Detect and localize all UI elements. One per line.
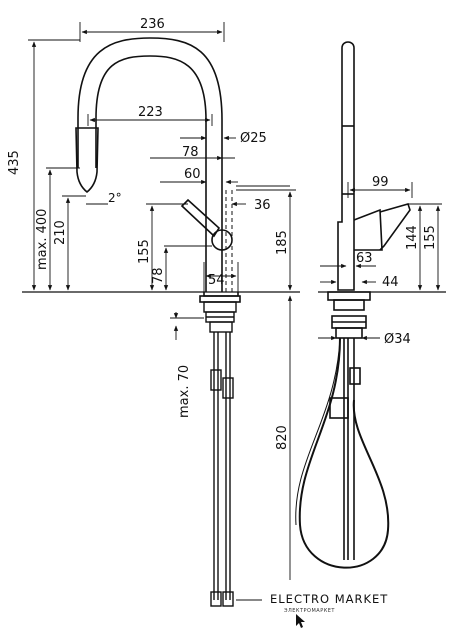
front-view: [75, 37, 241, 303]
dim-max-400: max. 400: [35, 209, 50, 270]
electro-market-logo: ELECTRO MARKET ЭЛЕКТРОМАРКЕТ: [262, 580, 404, 632]
dim-144: 144: [405, 225, 420, 250]
dim-44: 44: [382, 275, 399, 290]
dim-78-vertical: 78: [151, 267, 166, 284]
logo-subtitle: ЭЛЕКТРОМАРКЕТ: [284, 608, 335, 614]
dim-99: 99: [372, 175, 389, 190]
dim-54: 54: [208, 273, 225, 288]
dimension-lines: [22, 22, 300, 601]
dim-max-70: max. 70: [177, 365, 192, 418]
dim-2deg: 2°: [108, 191, 122, 205]
lever-handle: [180, 198, 221, 238]
right-dimension-lines: [318, 182, 446, 341]
mounting-assembly: [203, 301, 237, 607]
dim-78: 78: [182, 145, 199, 160]
side-view: [295, 41, 411, 569]
right-dimension-labels: 99 63 44 Ø34 144 155: [356, 175, 438, 347]
dim-236: 236: [140, 17, 165, 32]
cursor-icon: [296, 614, 305, 628]
spout-inner: [95, 55, 207, 292]
dim-820: 820: [275, 425, 290, 450]
dim-36: 36: [254, 198, 271, 213]
dim-63: 63: [356, 251, 373, 266]
hose-loop: [298, 337, 390, 569]
dim-210: 210: [53, 220, 68, 245]
dim-223: 223: [138, 105, 163, 120]
spray-head: [75, 127, 99, 194]
dim-25: Ø25: [240, 131, 267, 146]
dim-60: 60: [184, 167, 201, 182]
lever-hub: [211, 229, 233, 251]
spout-outer: [77, 37, 223, 292]
left-dimension-labels: 236 223 Ø25 78 60 36 2° 54 435 max. 400 …: [7, 17, 290, 450]
dim-155: 155: [137, 239, 152, 264]
logo-title: ELECTRO MARKET: [270, 592, 388, 606]
dim-34: Ø34: [384, 332, 411, 347]
dim-155-right: 155: [423, 225, 438, 250]
dim-185: 185: [275, 230, 290, 255]
dim-435: 435: [7, 150, 22, 175]
